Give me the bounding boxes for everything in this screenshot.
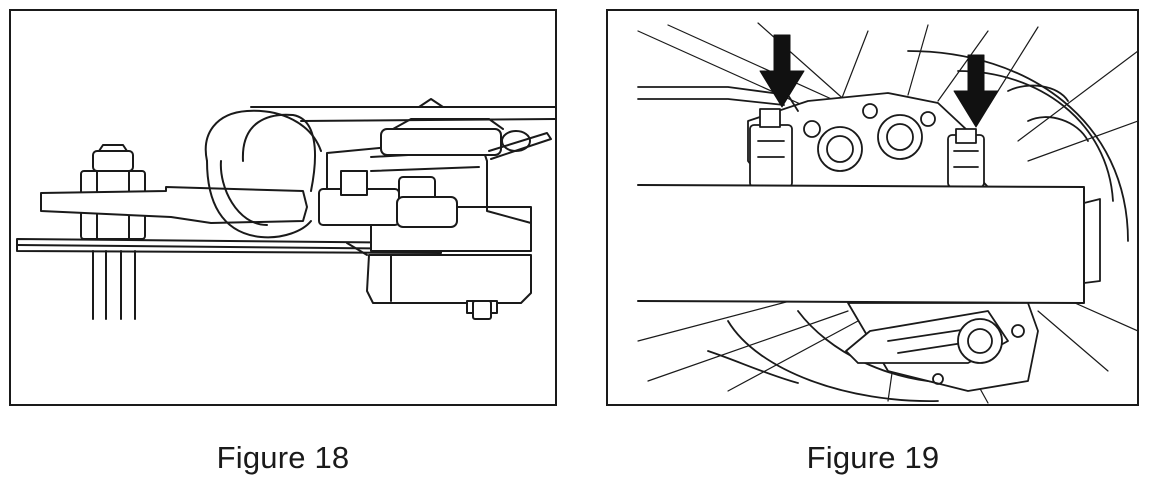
figure-19-frame	[606, 9, 1139, 406]
figure-18-caption: Figure 18	[216, 440, 350, 475]
figure-19-caption: Figure 19	[806, 440, 940, 475]
figure-18-frame	[9, 9, 557, 406]
figure-19-illustration	[637, 22, 1137, 404]
figure-18-illustration	[16, 98, 555, 320]
